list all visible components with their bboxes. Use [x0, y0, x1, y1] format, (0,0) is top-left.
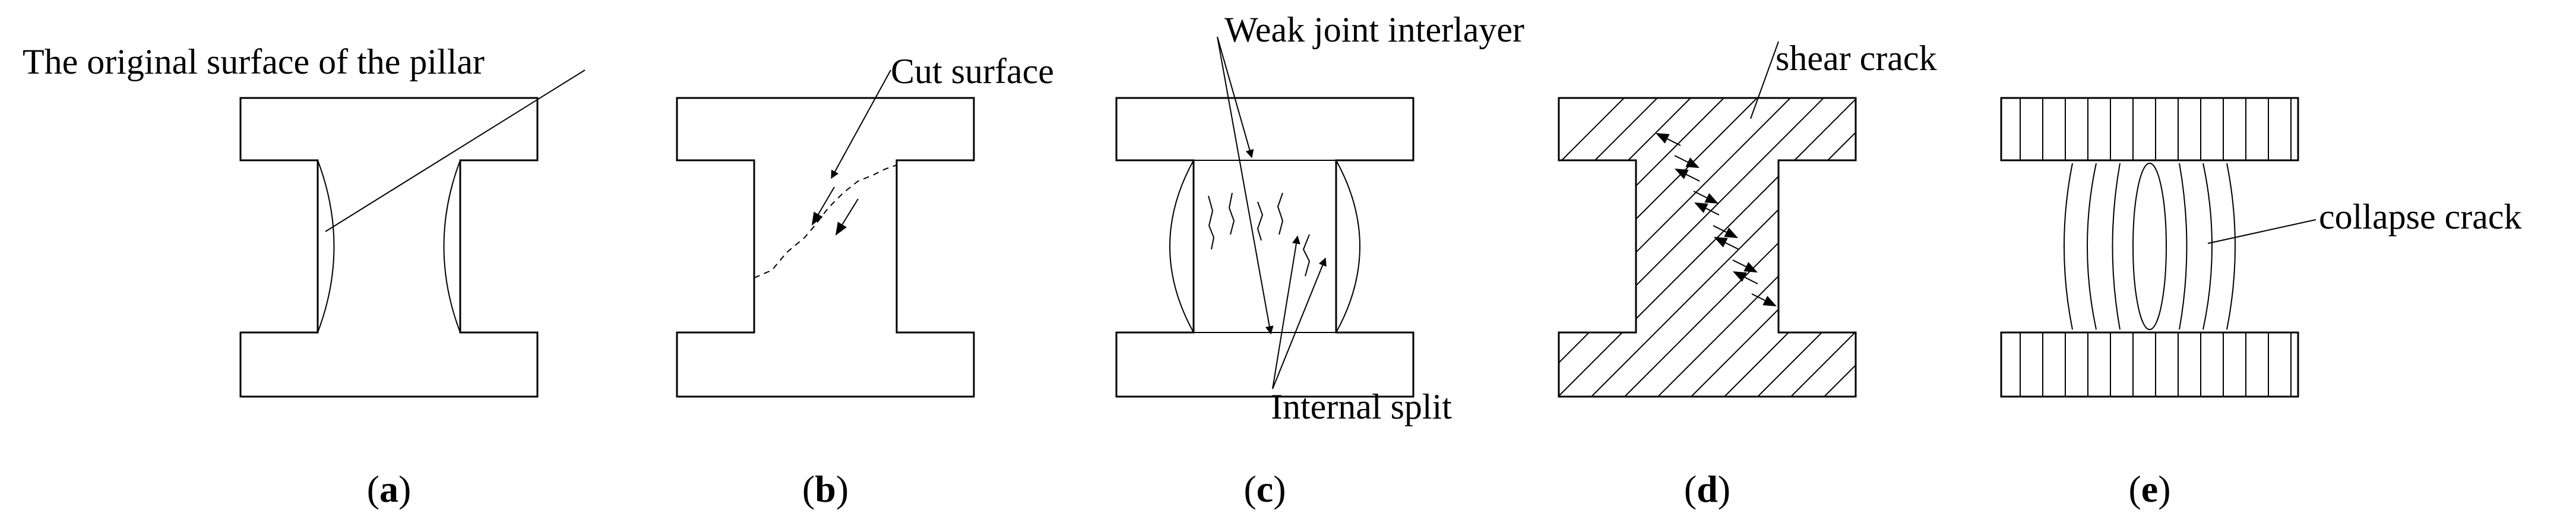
hatch-line — [1705, 98, 1856, 397]
caption-c: (c) — [1243, 468, 1286, 510]
plate-joints — [2020, 98, 2292, 397]
split-crack-5 — [1302, 234, 1311, 277]
pillar-outline-a — [239, 97, 539, 398]
collapse-arc-l2 — [2087, 163, 2097, 330]
pillar-outline-d — [1558, 97, 1857, 398]
split-crack-4 — [1277, 192, 1284, 235]
shear-arrow-1b — [1674, 155, 1700, 168]
leader-original-surface — [325, 69, 586, 232]
panel-d: shear crack — [1558, 39, 2504, 416]
hatch-line — [2105, 83, 2437, 416]
panel-c: Weak joint interlayer Internal split — [1115, 10, 1524, 426]
hatch-line — [1559, 98, 1706, 397]
caption-d: (d) — [1684, 468, 1730, 510]
hatch-line — [1605, 98, 1856, 397]
shear-arrow-4a — [1714, 237, 1739, 250]
label-cut-surface: Cut surface — [891, 52, 1054, 91]
leader-cut-surface — [831, 69, 891, 179]
split-crack-2 — [1228, 192, 1235, 235]
label-original-surface: The original surface of the pillar — [23, 42, 485, 81]
bottom-plate-e — [2000, 331, 2299, 398]
leader-weak-joint-2 — [1217, 36, 1274, 335]
slip-arrow-upper — [811, 186, 835, 226]
top-plate-e — [2000, 97, 2299, 161]
shear-arrow-1a — [1656, 133, 1681, 146]
shear-arrow-2a — [1675, 169, 1700, 182]
left-surface-arc — [317, 160, 335, 333]
leader-collapse-crack — [2207, 219, 2316, 244]
hatch-line — [1938, 83, 2271, 416]
collapse-arc-r2 — [2202, 163, 2213, 330]
hatch-line — [1559, 98, 1640, 397]
leader-weak-joint-1 — [1217, 36, 1254, 159]
hatch-line — [2171, 83, 2504, 416]
panel-a: The original surface of the pillar — [23, 42, 586, 398]
hatch-line — [1971, 83, 2304, 416]
panel-b: Cut surface — [676, 52, 1054, 398]
hatch-line — [2071, 83, 2404, 416]
hatch-line — [2005, 83, 2337, 416]
leader-internal-split-1 — [1272, 235, 1300, 389]
slip-arrow-lower — [835, 198, 859, 236]
hatch-line — [1559, 98, 1839, 397]
hatch-line — [1838, 98, 1856, 397]
shear-arrow-5b — [1751, 293, 1777, 306]
collapse-arc-r3 — [2226, 163, 2236, 330]
cut-surface-line — [754, 164, 897, 278]
split-crack-1 — [1208, 195, 1215, 250]
collapse-arc-l1 — [2112, 163, 2121, 330]
right-surface-arc — [443, 160, 461, 333]
pillar-outline-c — [1115, 97, 1414, 398]
panel-e: collapse crack — [2000, 97, 2521, 398]
label-weak-joint: Weak joint interlayer — [1224, 10, 1524, 49]
label-shear-crack: shear crack — [1776, 39, 1936, 78]
hatch-line — [1905, 83, 2238, 416]
shear-arrow-4b — [1732, 259, 1758, 273]
split-crack-3 — [1257, 201, 1264, 241]
leader-internal-split-2 — [1272, 257, 1327, 389]
caption-a: (a) — [367, 468, 412, 510]
hatch-line — [1559, 98, 1673, 397]
hatch-line — [1559, 98, 1806, 397]
caption-b: (b) — [802, 468, 849, 510]
hatch-line — [1738, 98, 1856, 397]
barrel-core — [1169, 160, 1360, 333]
captions: (a) (b) (c) (d) (e) — [367, 468, 2171, 510]
hatch-line — [1771, 98, 1856, 397]
hatch-line — [2138, 83, 2470, 416]
collapse-arc-l3 — [2064, 163, 2073, 330]
shear-arrow-3a — [1694, 202, 1720, 216]
shear-arrow-3b — [1713, 225, 1738, 238]
shear-arrow-5a — [1733, 271, 1758, 284]
shear-arrow-2b — [1693, 191, 1719, 204]
collapse-core-ellipse — [2132, 163, 2167, 330]
leader-shear-crack — [1750, 41, 1779, 119]
hatch-pattern — [1559, 83, 2504, 416]
hatch-line — [1559, 98, 1856, 397]
caption-e: (e) — [2128, 468, 2170, 510]
pillar-outline-b — [676, 97, 975, 398]
label-internal-split: Internal split — [1271, 387, 1452, 426]
collapse-arc-r1 — [2179, 163, 2188, 330]
hatch-line — [1872, 83, 2204, 416]
label-collapse-crack: collapse crack — [2319, 197, 2521, 236]
